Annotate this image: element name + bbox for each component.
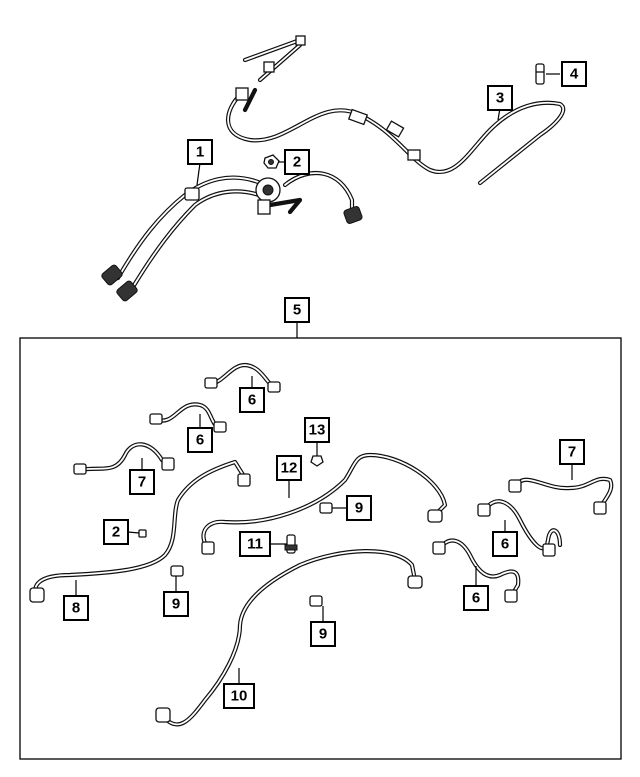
callout-label: 7 [568,444,576,461]
injector-line-6d [432,538,521,603]
fuel-supply-lines-part-1 [101,170,363,302]
clip-part-9a [319,502,333,514]
callout-label: 11 [247,536,263,553]
injector-line-7b [508,476,614,515]
fuel-line-part-12 [201,452,448,555]
injector-line-7a [73,442,175,475]
leader-2b [127,531,140,534]
callout-10: 10 [223,683,255,709]
callout-label: 2 [293,154,301,171]
bolt-part-13 [310,455,324,467]
callout-label: 1 [196,144,204,161]
callout-9c: 9 [310,621,336,647]
clip-part-9c [309,595,323,607]
nut-part-2 [263,154,280,169]
callout-12: 12 [276,455,302,481]
callout-label: 7 [138,474,146,491]
callout-label: 8 [72,600,80,617]
fuel-line-part-8 [29,459,251,603]
callout-label: 6 [472,590,480,607]
callout-7a: 7 [129,469,155,495]
injector-line-6a [204,362,281,393]
callout-label: 10 [231,688,248,705]
callout-label: 13 [309,422,326,439]
callout-5: 5 [284,297,310,323]
callout-2: 2 [284,149,310,175]
callout-label: 6 [501,536,509,553]
callout-6a: 6 [239,387,265,413]
callout-8: 8 [63,595,89,621]
injector-line-6c [477,499,563,557]
leader-1 [196,162,201,186]
callout-6c: 6 [492,531,518,557]
stud-part-11 [284,534,298,554]
callout-label: 3 [496,90,504,107]
callout-6b: 6 [187,427,213,453]
callout-label: 9 [355,500,363,517]
callout-label: 4 [570,66,579,83]
injector-line-6b [149,402,227,433]
callout-9b: 9 [163,591,189,617]
callout-7b: 7 [559,439,585,465]
callout-label: 2 [112,524,120,541]
nut-part-2-kit [138,529,147,538]
fuel-line-part-10 [155,549,423,727]
callout-3: 3 [487,85,513,111]
callout-label: 9 [319,626,327,643]
callout-2b: 2 [103,519,129,545]
callout-13: 13 [304,417,330,443]
callout-11: 11 [239,531,271,557]
callout-9a: 9 [346,495,372,521]
callout-label: 9 [172,596,180,613]
callout-1: 1 [187,139,213,165]
callout-label: 5 [293,302,301,319]
callout-6d: 6 [463,585,489,611]
fitting-part-4 [535,63,545,85]
fuel-return-line-part-3 [226,35,566,186]
kit-frame [19,337,622,760]
clip-part-9b [170,565,184,577]
callout-4: 4 [561,61,587,87]
callout-label: 6 [248,392,256,409]
callout-label: 6 [196,432,204,449]
callout-label: 12 [281,460,298,477]
